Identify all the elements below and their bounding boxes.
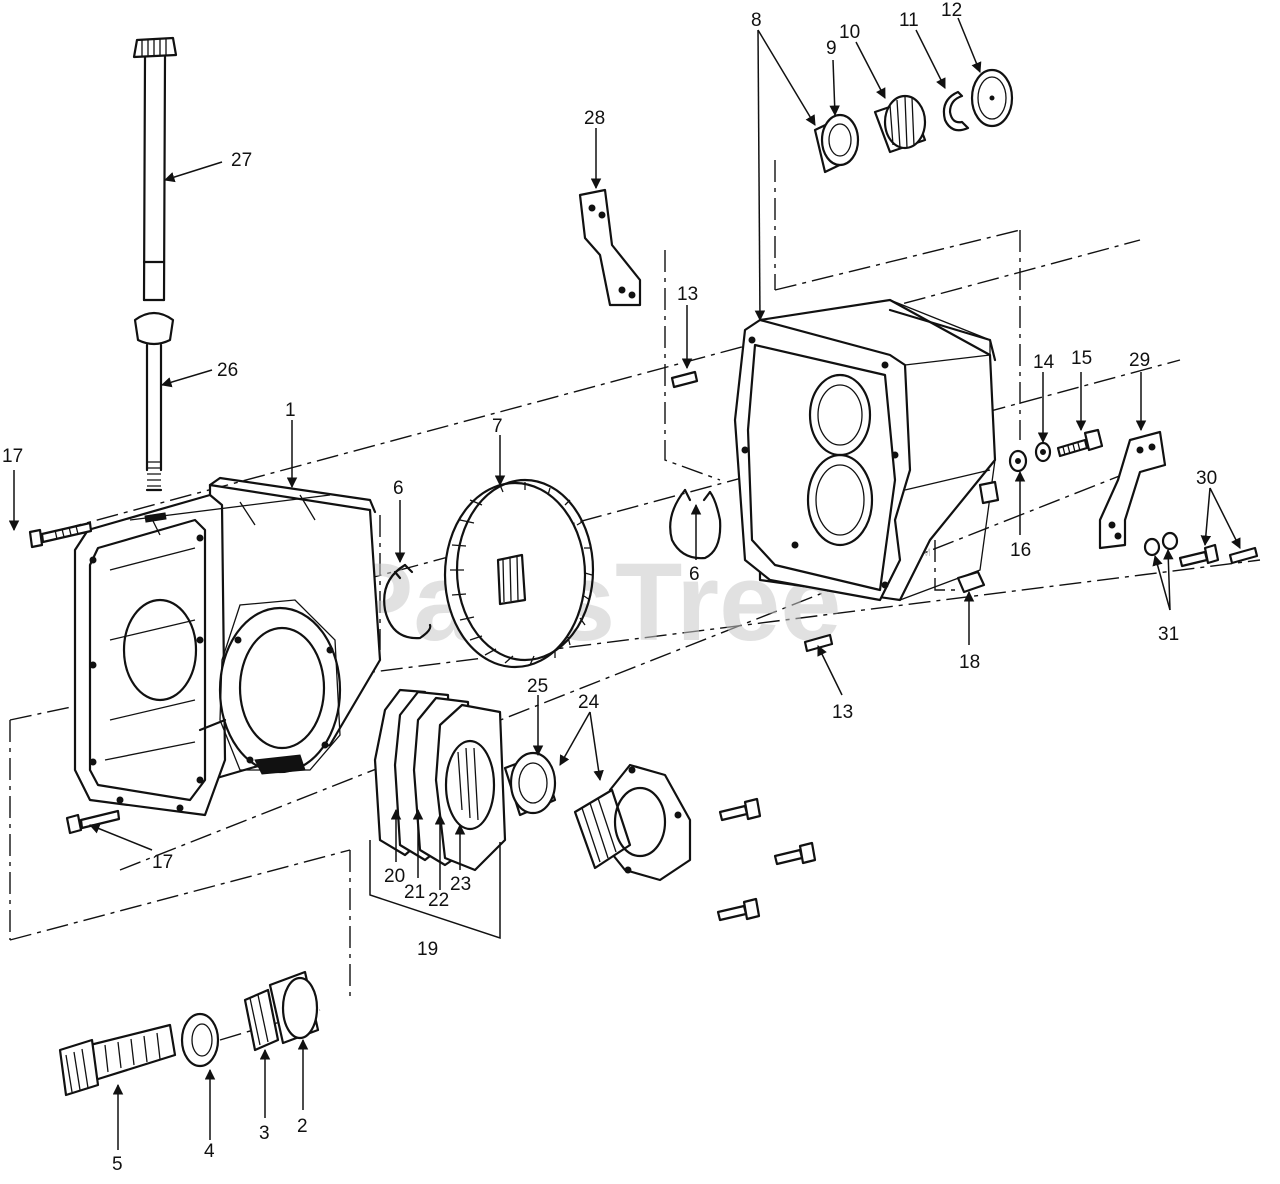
callout-20: 20 (384, 866, 405, 887)
callout-27: 27 (231, 150, 252, 171)
bracket-part-29 (1098, 430, 1167, 550)
callout-6b: 6 (689, 564, 700, 585)
callout-4: 4 (204, 1141, 215, 1162)
callout-17a: 17 (2, 446, 23, 467)
bolts-part-30 (1178, 543, 1259, 568)
spur-gear-part-7 (443, 478, 595, 669)
callout-6a: 6 (393, 478, 404, 499)
callout-1: 1 (285, 400, 296, 421)
callout-3: 3 (259, 1123, 270, 1144)
callout-15: 15 (1071, 348, 1092, 369)
callout-11: 11 (899, 10, 919, 31)
bearing-part-3 (243, 988, 280, 1052)
callout-10: 10 (839, 22, 860, 43)
bearing-cup-part-9 (813, 113, 860, 174)
washer-part-14 (1034, 441, 1052, 463)
callout-13a: 13 (677, 284, 698, 305)
callout-5: 5 (112, 1154, 123, 1175)
retaining-ring-part-6-right (669, 488, 722, 560)
plug-part-18 (956, 570, 986, 594)
callout-25: 25 (527, 676, 548, 697)
callout-28: 28 (584, 108, 605, 129)
snap-ring-part-11 (942, 90, 970, 132)
callout-19: 19 (417, 939, 438, 960)
gasket-part-23 (434, 703, 507, 872)
callout-31: 31 (1158, 624, 1179, 645)
callout-8: 8 (751, 10, 762, 31)
callout-9: 9 (826, 38, 837, 59)
pinion-shaft-part-5 (58, 1023, 177, 1097)
dowel-pin-part-13-bottom (803, 633, 834, 653)
callout-16: 16 (1010, 540, 1031, 561)
leader-lines (8, 17, 1241, 1150)
cap-bolts (716, 797, 817, 922)
callout-labels: 1 2 3 4 5 6 6 7 8 9 10 11 12 13 13 14 15… (2, 0, 1217, 1175)
cap-part-12 (970, 68, 1014, 128)
nuts-part-31 (1143, 531, 1179, 557)
callout-17b: 17 (152, 852, 173, 873)
callout-24: 24 (578, 692, 600, 713)
shift-rod-part-27 (132, 36, 178, 302)
bolt-part-17-bottom (65, 809, 121, 835)
callout-2: 2 (297, 1116, 308, 1137)
callout-13b: 13 (832, 702, 853, 723)
callout-30: 30 (1196, 468, 1217, 489)
housing-part-8 (733, 298, 1000, 602)
bolt-part-15 (1056, 428, 1104, 458)
callout-14: 14 (1033, 352, 1055, 373)
callout-22: 22 (428, 890, 449, 911)
callout-12: 12 (941, 0, 962, 21)
dowel-pin-part-13-top (670, 370, 699, 389)
roller-bearing-part-10 (873, 94, 927, 154)
callout-7: 7 (492, 416, 503, 437)
retaining-ring-part-6-left (383, 563, 432, 640)
shift-rod-part-26 (133, 311, 175, 492)
callout-26: 26 (217, 360, 238, 381)
callout-29: 29 (1129, 350, 1150, 371)
bearing-cap-part-24 (573, 763, 692, 882)
bracket-part-28 (578, 188, 642, 307)
housing-part-1 (73, 476, 382, 817)
bearing-cup-part-2 (268, 970, 320, 1045)
washer-part-16 (1008, 449, 1028, 473)
callout-18: 18 (959, 652, 980, 673)
bearing-cup-part-25 (503, 751, 557, 817)
bolt-part-17-top (28, 521, 93, 549)
callout-23: 23 (450, 874, 471, 895)
callout-21: 21 (404, 882, 425, 903)
bearing-part-4 (180, 1012, 220, 1068)
